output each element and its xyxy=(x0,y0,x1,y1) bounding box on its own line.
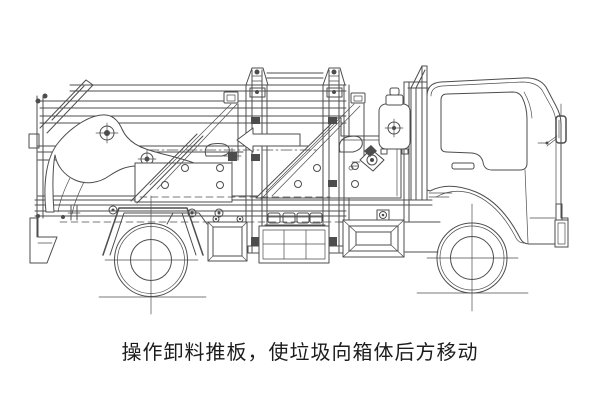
headboard-guard xyxy=(407,65,429,201)
hopper-grid-door xyxy=(258,225,330,264)
pump-motor xyxy=(348,145,385,172)
mud-flap xyxy=(29,217,58,264)
rear-fender xyxy=(102,207,204,256)
hydraulic-tank xyxy=(378,87,411,155)
left-arrow-icon xyxy=(236,127,301,153)
rail-bracket xyxy=(166,212,208,225)
cab-outline xyxy=(426,77,569,248)
rear-wheel xyxy=(98,195,207,315)
pulley-block xyxy=(350,92,366,104)
door-handle xyxy=(451,162,475,170)
filler-cap xyxy=(389,87,400,96)
door-seam xyxy=(524,169,529,244)
cable-pulleys xyxy=(149,91,366,197)
caption: 操作卸料推板，使垃圾向箱体后方移动 xyxy=(121,342,479,364)
door-window xyxy=(440,91,528,171)
front-bumper xyxy=(554,219,569,248)
push-panel-left xyxy=(134,162,233,203)
battery-box xyxy=(342,209,405,258)
rear-loader-bars xyxy=(35,79,94,134)
side-mirror xyxy=(537,103,567,147)
hand-hole xyxy=(204,143,230,157)
cab xyxy=(426,77,569,248)
hand-hole xyxy=(338,135,363,153)
front-wheel xyxy=(416,203,529,312)
toolbox-rear xyxy=(207,215,248,262)
wheel-arch xyxy=(435,190,525,244)
roller-row xyxy=(264,212,326,226)
